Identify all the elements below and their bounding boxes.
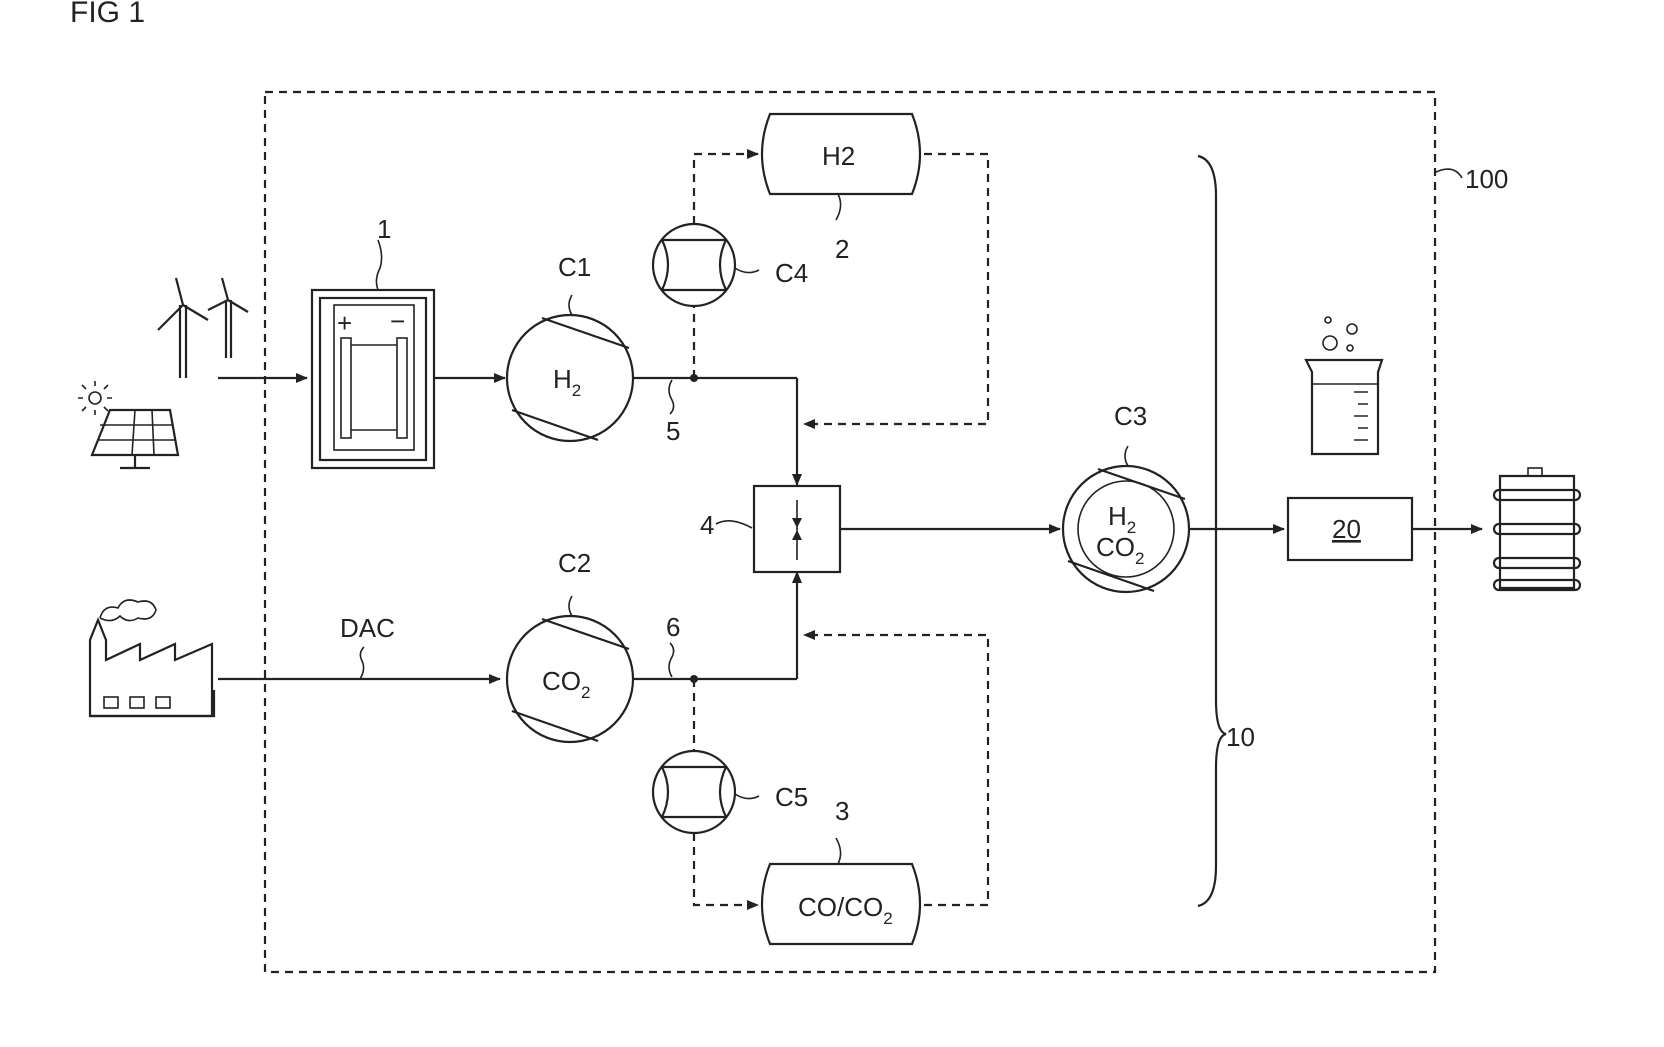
compressor-c4: [653, 224, 735, 306]
figure-title: FIG 1: [70, 0, 145, 29]
c4-label: C4: [775, 258, 808, 288]
co-tank-label: CO/CO2: [798, 892, 893, 928]
ref-co-tank: 3: [835, 796, 849, 826]
factory-icon: [90, 600, 214, 716]
ref-reactor: 20: [1332, 514, 1361, 544]
beaker-icon: [1306, 317, 1382, 454]
wind-turbine-icon: [158, 278, 248, 378]
compressor-c5: [653, 751, 735, 833]
ref-line-6: 6: [666, 612, 680, 642]
c5-label: C5: [775, 782, 808, 812]
dac-label: DAC: [340, 613, 395, 643]
ref-line-5: 5: [666, 416, 680, 446]
co-co2-storage-tank: CO/CO2: [762, 864, 920, 944]
c3-label: C3: [1114, 401, 1147, 431]
electrolyzer-minus: −: [390, 306, 405, 336]
ref-group: 10: [1226, 722, 1255, 752]
compressor-c2: CO2: [507, 616, 633, 742]
system-boundary: [265, 92, 1435, 972]
mixer: [754, 486, 840, 572]
ref-h2-tank: 2: [835, 234, 849, 264]
compressor-c3: H2 CO2: [1063, 466, 1189, 592]
compressor-c1: H2: [507, 315, 633, 441]
c1-label: C1: [558, 252, 591, 282]
electrolyzer: + −: [312, 290, 434, 468]
h2-tank-label: H2: [822, 141, 855, 171]
ref-electrolyzer: 1: [377, 214, 391, 244]
solar-panel-icon: [78, 381, 178, 468]
barrel-icon: [1494, 468, 1580, 590]
c2-label: C2: [558, 548, 591, 578]
ref-system: 100: [1465, 164, 1508, 194]
brace-10: [1198, 156, 1226, 906]
h2-storage-tank: H2: [762, 114, 920, 194]
reactor-20: 20: [1288, 498, 1412, 560]
electrolyzer-plus: +: [337, 308, 352, 338]
ref-mixer: 4: [700, 510, 714, 540]
